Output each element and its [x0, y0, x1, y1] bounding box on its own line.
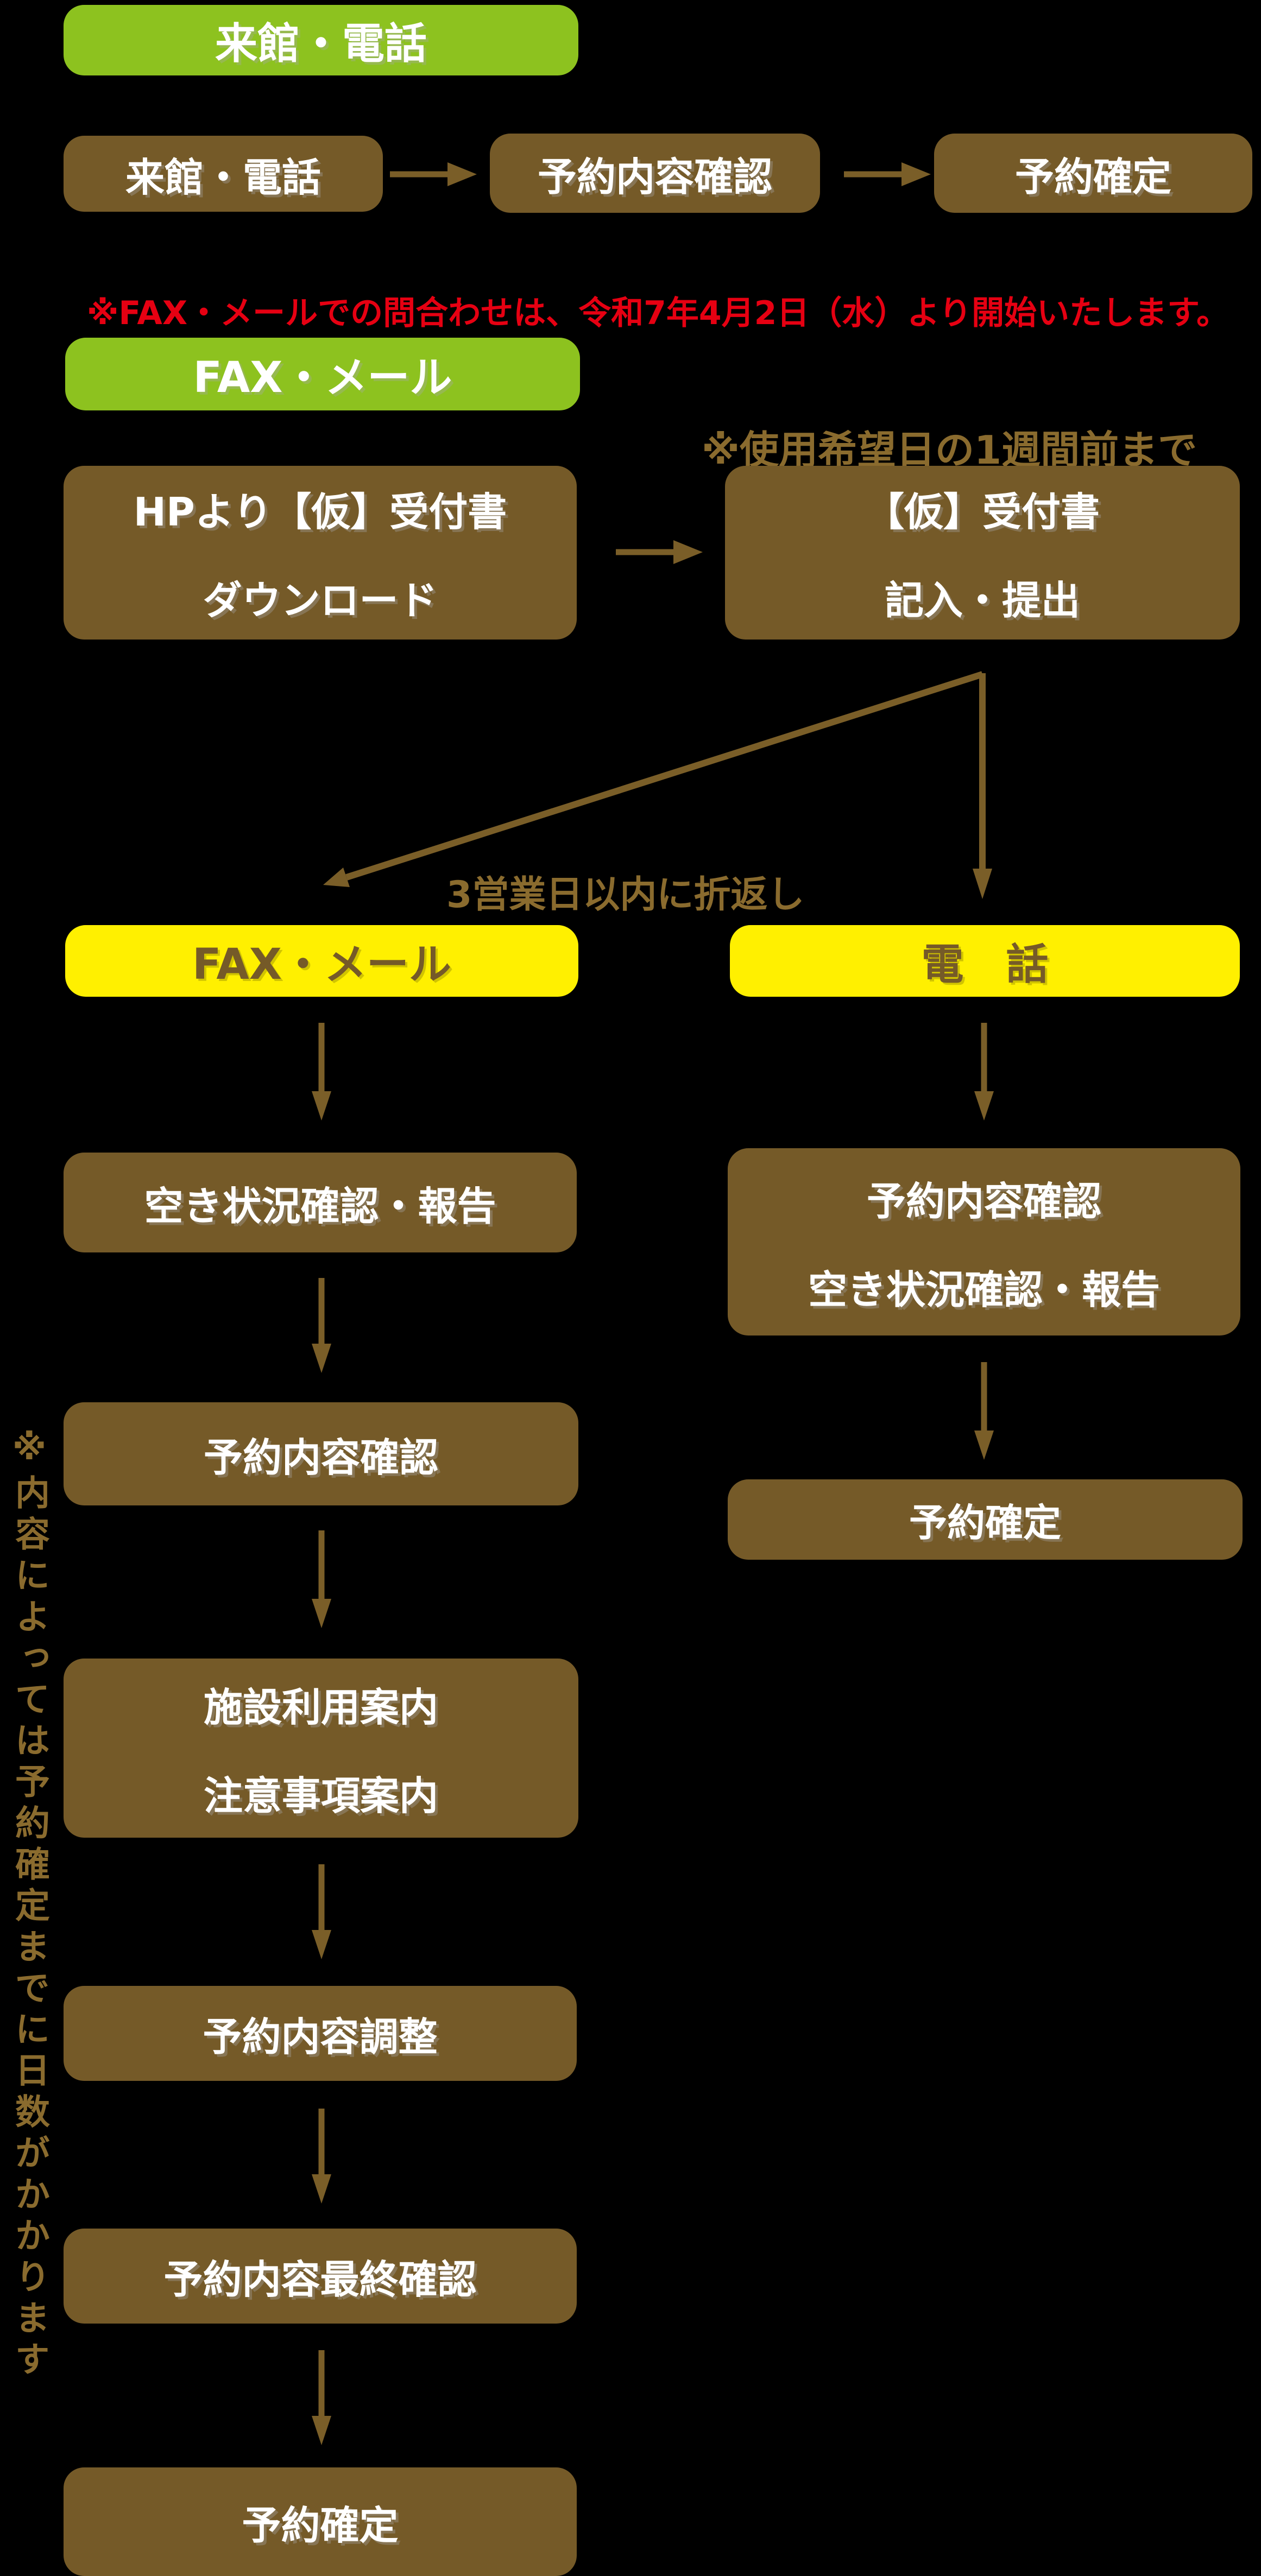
deadline-note: ※使用希望日の1週間前まで: [702, 427, 1197, 473]
phone-branch-step-confirm-line1: 予約内容確認: [866, 1178, 1101, 1224]
fax-branch-header: FAX・メール: [65, 925, 578, 997]
fax-step-submit-line1: 【仮】受付書: [865, 489, 1100, 535]
fax-step-download-line1: HPより【仮】受付書: [133, 489, 507, 535]
arrow-down-icon: [974, 1023, 994, 1121]
arrow-right-icon: [616, 540, 703, 564]
arrow-down-icon: [974, 1362, 994, 1460]
arrow-right-icon: [844, 162, 931, 186]
fax-branch-step-adjust: 予約内容調整: [64, 1986, 577, 2081]
fax-branch-step-guidance-line2: 注意事項案内: [203, 1773, 438, 1819]
branch-connector-icon: [323, 671, 992, 899]
fax-branch-step-guidance-line1: 施設利用案内: [203, 1685, 438, 1730]
fax-step-download: HPより【仮】受付書 ダウンロード: [64, 466, 577, 640]
fax-branch-step-final-confirm: 予約内容最終確認: [64, 2229, 577, 2324]
phone-branch-step-fixed: 予約確定: [728, 1479, 1243, 1560]
visit-step-reception: 来館・電話: [64, 136, 383, 212]
visit-step-confirm: 予約内容確認: [490, 134, 820, 213]
arrow-down-icon: [312, 1530, 331, 1628]
fax-branch-step-guidance: 施設利用案内 注意事項案内: [64, 1659, 578, 1838]
visit-step-fixed: 予約確定: [934, 134, 1252, 213]
phone-branch-step-confirm-line2: 空き状況確認・報告: [808, 1267, 1160, 1313]
fax-branch-step-availability: 空き状況確認・報告: [64, 1153, 577, 1252]
fax-method-header: FAX・メール: [65, 338, 580, 410]
phone-branch-header: 電 話: [730, 925, 1240, 997]
arrow-right-icon: [390, 162, 477, 186]
arrow-down-icon: [312, 1864, 331, 1959]
fax-step-submit: 【仮】受付書 記入・提出: [725, 466, 1240, 640]
arrow-down-icon: [312, 2109, 331, 2204]
arrow-down-icon: [312, 1023, 331, 1121]
fax-start-note: ※FAX・メールでの問合わせは、令和7年4月2日（水）より開始いたします。: [87, 294, 1230, 332]
fax-step-download-line2: ダウンロード: [203, 578, 438, 623]
fax-step-submit-line2: 記入・提出: [884, 578, 1080, 623]
side-vertical-note: ※内容によっては予約確定までに日数がかかります: [9, 1428, 49, 2382]
fax-branch-step-confirm: 予約内容確認: [64, 1402, 578, 1505]
arrow-down-icon: [312, 1278, 331, 1373]
arrow-down-icon: [312, 2350, 331, 2445]
visit-method-header: 来館・電話: [64, 5, 578, 75]
phone-branch-step-confirm: 予約内容確認 空き状況確認・報告: [728, 1148, 1240, 1336]
reply-time-note: 3営業日以内に折返し: [446, 874, 805, 916]
fax-branch-step-fixed: 予約確定: [64, 2467, 577, 2576]
